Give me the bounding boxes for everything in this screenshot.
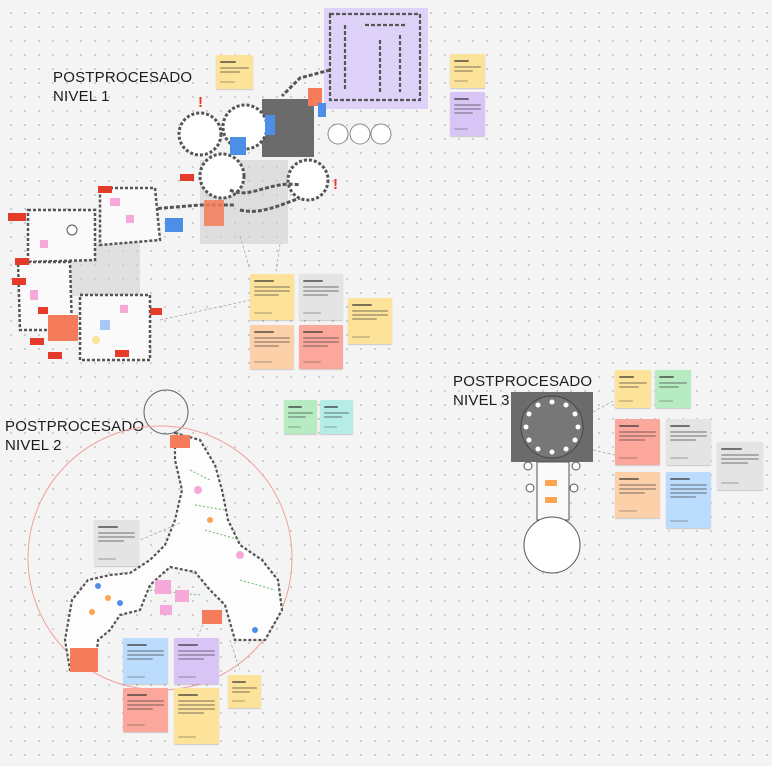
red-tag xyxy=(180,174,194,181)
sticky-note[interactable] xyxy=(450,54,485,88)
sticky-note[interactable] xyxy=(250,274,294,320)
room-left-2 xyxy=(26,208,97,264)
round-room-d xyxy=(286,158,330,202)
upper-room-walls xyxy=(328,12,422,102)
sticky-note[interactable] xyxy=(450,92,485,136)
sticky-note[interactable] xyxy=(123,638,168,684)
orange-room xyxy=(170,435,190,448)
level-3-round-hall xyxy=(520,395,584,459)
sticky-note[interactable] xyxy=(123,688,168,732)
warning-exclamation-icon: ! xyxy=(198,94,203,111)
red-tag xyxy=(12,278,26,285)
orange-room xyxy=(48,315,78,341)
sticky-note[interactable] xyxy=(717,442,763,490)
level-3-title-line2: NIVEL 3 xyxy=(453,392,510,409)
sticky-note[interactable] xyxy=(299,274,343,320)
sticky-note[interactable] xyxy=(666,419,711,465)
sticky-note[interactable] xyxy=(250,325,294,369)
red-tag xyxy=(150,308,162,315)
sticky-note[interactable] xyxy=(174,638,219,684)
level-1-title-line2: NIVEL 1 xyxy=(53,88,110,105)
blue-tile-2 xyxy=(265,115,275,135)
corridors-middle xyxy=(139,182,301,213)
note-connectors-2 xyxy=(139,522,241,671)
sticky-note[interactable] xyxy=(615,419,660,465)
level-3-map xyxy=(511,392,616,574)
sticky-note[interactable] xyxy=(299,325,343,369)
level-2-title: POSTPROCESADO NIVEL 2 xyxy=(5,417,144,455)
level-2-floorplan xyxy=(63,431,284,672)
purple-highlight-zone xyxy=(324,8,428,109)
sticky-note[interactable] xyxy=(228,675,261,708)
blue-tile xyxy=(230,137,246,155)
warning-exclamation-icon: ! xyxy=(333,176,338,193)
red-tag xyxy=(15,258,29,265)
red-tag xyxy=(30,338,44,345)
corridor-upper xyxy=(280,68,331,98)
red-tag xyxy=(8,213,26,221)
orange-tile xyxy=(308,88,322,106)
level-3-title: POSTPROCESADO NIVEL 3 xyxy=(453,372,592,410)
sticky-note[interactable] xyxy=(615,472,660,518)
level-3-lower-circle xyxy=(523,516,581,574)
sticky-note[interactable] xyxy=(320,400,353,434)
level-2-title-line1: POSTPROCESADO xyxy=(5,418,145,435)
sticky-note[interactable] xyxy=(615,370,651,408)
level-2-title-line2: NIVEL 2 xyxy=(5,437,62,454)
orange-room-2 xyxy=(70,648,98,672)
circle-thumbnail-icon xyxy=(349,123,371,145)
sticky-note[interactable] xyxy=(655,370,691,408)
level-1-map: ! ! xyxy=(8,8,428,362)
circle-thumbnail-icon xyxy=(370,123,392,145)
level-1-title: POSTPROCESADO NIVEL 1 xyxy=(53,68,192,106)
red-tag xyxy=(38,307,48,314)
level-2-map xyxy=(27,389,293,691)
round-room-a xyxy=(177,111,223,157)
circle-thumbnail-icon xyxy=(327,123,349,145)
blue-tile-3 xyxy=(318,103,326,117)
round-room-c xyxy=(198,152,246,200)
sticky-note[interactable] xyxy=(216,55,253,89)
sticky-note[interactable] xyxy=(666,472,711,528)
sticky-note[interactable] xyxy=(284,400,317,434)
level-3-title-line1: POSTPROCESADO xyxy=(453,373,593,390)
blue-tile-4 xyxy=(165,218,183,232)
level-3-pillars xyxy=(523,399,581,455)
red-tag xyxy=(115,350,129,357)
sticky-note[interactable] xyxy=(94,520,139,566)
level-1-title-line1: POSTPROCESADO xyxy=(53,69,193,86)
top-circle xyxy=(143,389,189,435)
orange-tile-2 xyxy=(204,200,224,226)
note-connectors xyxy=(159,235,281,321)
red-tag xyxy=(98,186,112,193)
sticky-note[interactable] xyxy=(174,688,219,744)
level-3-corridor xyxy=(536,461,570,521)
room-left-4 xyxy=(78,293,152,362)
orange-room-3 xyxy=(202,610,222,624)
sticky-note[interactable] xyxy=(348,298,392,344)
red-tag xyxy=(48,352,62,359)
